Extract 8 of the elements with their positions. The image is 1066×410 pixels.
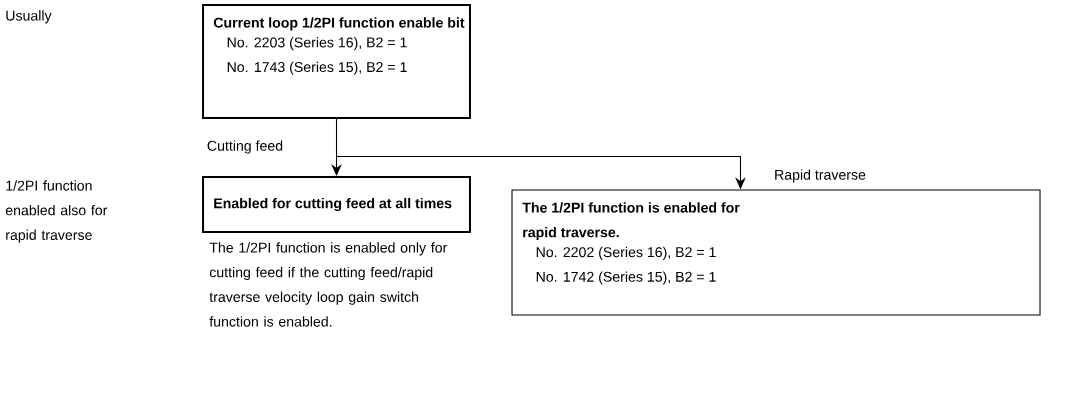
edge-label: Cutting feed [205,139,285,155]
process-box: Enabled for cutting feed at all times [202,176,471,233]
note-text: The 1/2PI function is enabled only for cutting feed if the cutting feed/rapid traverse velocity loop gain switch function is enabled. [209,242,448,327]
side-label: 1/2PI function enabled also for rapid traverse [5,180,108,243]
process-box: Current loop 1/2PI function enable bit No. 2203 (Series 16), B2 = 1 No. 1743 (Series 15), B2 = 1 [202,3,471,120]
side-label: Usually [6,10,52,24]
edge-label: Rapid traverse [772,168,868,184]
process-box: The 1/2PI function is enabled for rapid traverse. No. 2202 (Series 16), B2 = 1 No. 1742 (Series 15), B2 = 1 [511,189,1041,316]
